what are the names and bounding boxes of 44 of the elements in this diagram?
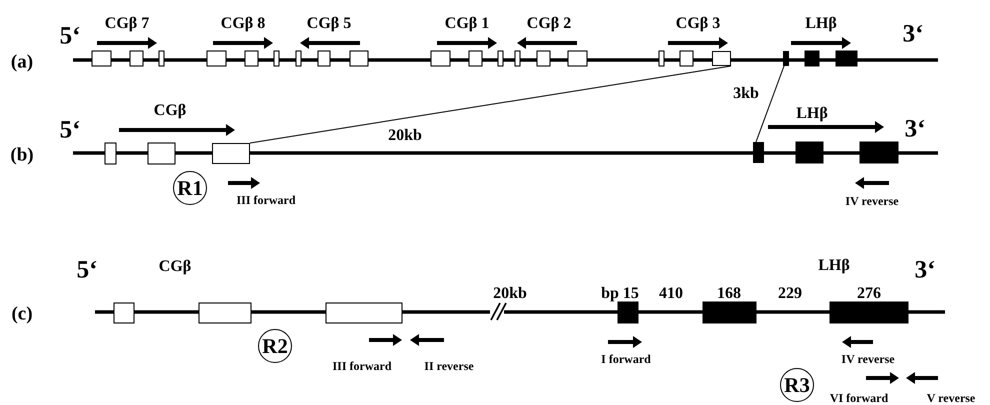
three-prime-label: 3‘ [914,258,936,282]
zoom-connector-line [756,66,784,142]
size-label: 3kb [733,86,759,102]
size-label: 20kb [493,286,527,302]
primer-label: II reverse [424,360,474,372]
primer-label: VI forward [830,392,888,404]
panel-label: (c) [11,304,33,324]
exon-bar [753,142,764,163]
gene-label: CGβ [158,259,192,275]
gene-label: CGβ 7 [104,16,150,32]
region-label: R1 [173,171,207,205]
region-label: R2 [258,329,292,363]
exon-size-label: 276 [857,286,881,302]
exon-size-label: 168 [717,286,741,302]
exon-size-label: 229 [778,286,802,302]
five-prime-label: 5‘ [60,24,80,48]
gene-label: CGβ 1 [444,16,490,32]
primer-label: III forward [332,360,392,372]
panel-label: (a) [10,52,34,72]
size-label: 20kb [388,128,422,144]
primer-label: III forward [236,194,296,206]
primer-label: I forward [601,353,651,365]
gene-label: LHβ [818,258,850,274]
primer-label: IV reverse [845,195,899,207]
exon-size-label: bp 15 [601,286,639,302]
gene-label: LHβ [796,106,828,122]
gene-label: CGβ [154,103,186,119]
gene-label: CGβ 5 [306,16,352,32]
primer-label: IV reverse [841,353,895,365]
panel-label: (b) [10,146,34,164]
exon-box [712,51,731,66]
five-prime-label: 5‘ [60,118,80,142]
three-prime-label: 3‘ [902,22,924,46]
exon-box [212,143,250,164]
five-prime-label: 5‘ [76,258,98,282]
gene-label: CGβ 2 [526,16,572,32]
exon-size-label: 410 [659,286,683,302]
region-label: R3 [780,368,814,402]
gene-label: LHβ [805,16,837,32]
zoom-connector-line [250,66,732,144]
primer-label: V reverse [926,392,976,404]
three-prime-label: 3‘ [904,116,926,142]
exon-bar [783,51,789,66]
gene-label: CGβ 8 [220,16,266,32]
